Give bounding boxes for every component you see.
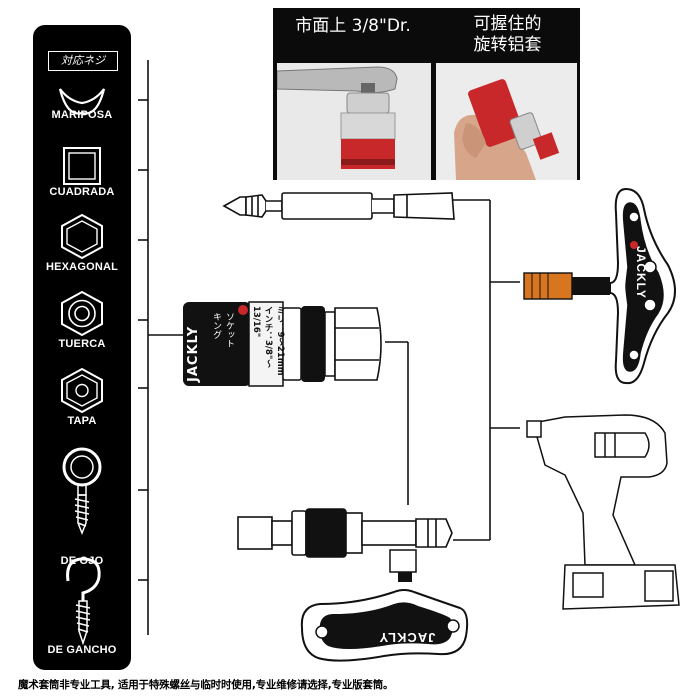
nut-label: TAPA xyxy=(67,415,97,427)
panel-title: 対応ネジ xyxy=(48,51,118,71)
socket-inch-range: インチ：3/8"〜13/16" xyxy=(251,306,273,368)
nut-label: TUERCA xyxy=(58,338,106,350)
comparison-photos: 市面上 3/8"Dr. 可握住的 旋转铝套 xyxy=(273,8,580,180)
ratchet-socket-photo xyxy=(277,63,431,180)
hook-screw-icon xyxy=(66,557,101,645)
magic-socket xyxy=(183,301,382,387)
wing-handle-brand: JACKLY xyxy=(378,630,436,645)
hand-holding-socket-photo xyxy=(436,63,577,180)
footnote: 魔术套筒非专业工具, 适用于特殊螺丝与临时时使用,专业维修请选择,专业版套筒。 xyxy=(18,679,394,691)
t-handle-tool xyxy=(523,187,676,385)
socket-size-label: ミリ：9〜21mm インチ：3/8"〜13/16" xyxy=(251,306,286,386)
nut-label: CUADRADA xyxy=(49,186,115,198)
cap-nut-icon xyxy=(61,367,103,413)
butterfly-nut-icon xyxy=(58,88,106,115)
nut-label: DE GANCHO xyxy=(47,644,117,656)
socket-mm-range: ミリ：9〜21mm xyxy=(275,306,285,376)
socket-jp-label: ソケット キング xyxy=(211,312,234,348)
wing-handle-tool xyxy=(300,549,469,662)
left-photo-caption: 市面上 3/8"Dr. xyxy=(295,16,411,36)
double-ended-bit xyxy=(222,192,455,220)
socket-brand: JACKLY xyxy=(186,325,201,382)
square-nut-icon xyxy=(63,147,101,185)
eye-screw-icon xyxy=(62,447,102,535)
nut-label: MARIPOSA xyxy=(51,109,113,121)
compatible-nuts-panel: 対応ネジ MARIPOSA CUADRADA HEXAGONAL xyxy=(33,25,131,670)
right-photo-caption: 可握住的 旋转铝套 xyxy=(473,14,542,55)
nut-label: HEXAGONAL xyxy=(45,261,119,273)
t-handle-brand: JACKLY xyxy=(634,246,648,299)
impact-driver-tool xyxy=(526,414,680,610)
hex-nut-icon xyxy=(61,290,103,336)
hexagon-nut-icon xyxy=(61,213,103,259)
socket-adapter xyxy=(237,508,453,558)
